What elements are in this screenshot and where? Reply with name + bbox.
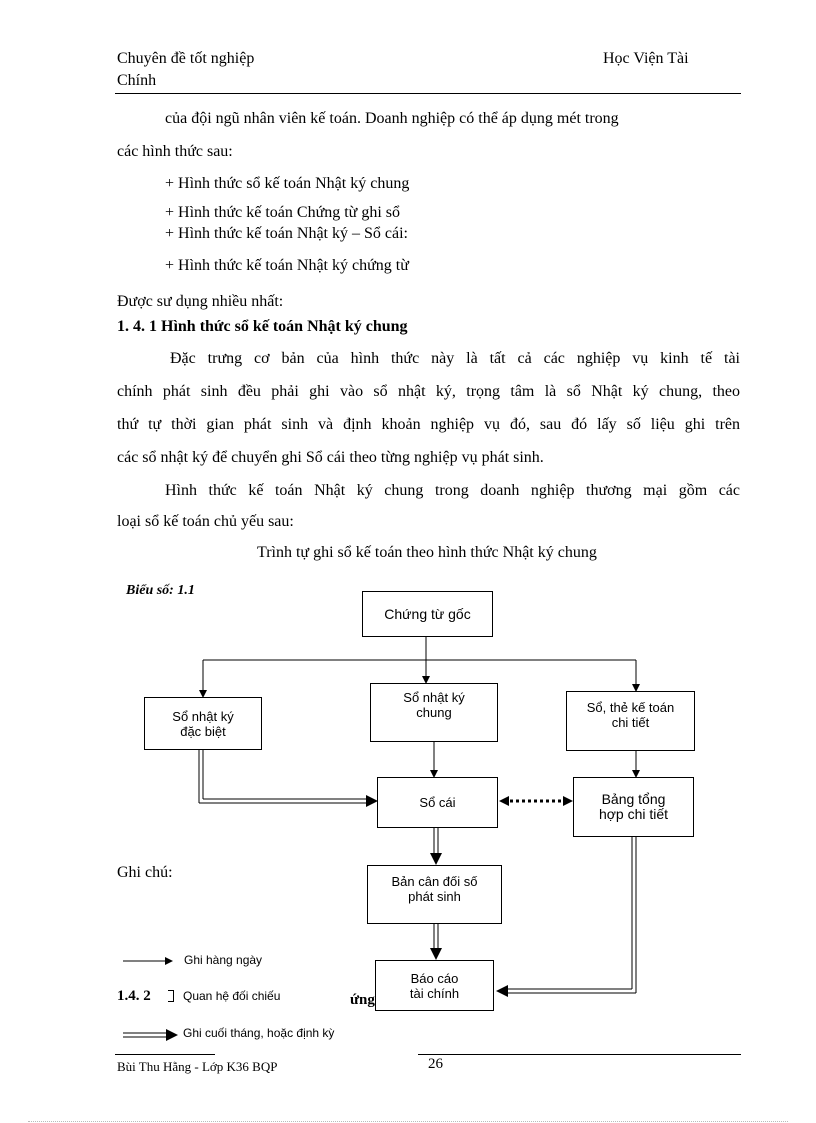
box-label: Sổ cái (419, 795, 456, 810)
box-so-cai: Sổ cái (377, 777, 498, 828)
overlap-section-number: 1.4. 2 (117, 988, 151, 1004)
double-arrow-head (366, 795, 378, 807)
footer-rule-left (115, 1054, 215, 1055)
box-label: Bảng tổng (601, 791, 666, 807)
compare-arrow-head (563, 796, 573, 806)
paragraph-1-line-2: các hình thức sau: (117, 143, 233, 160)
legend-compare-label: Quan hệ đối chiếu (183, 989, 281, 1003)
box-label: Sổ, thẻ kế toán (586, 700, 675, 715)
header-title: Chuyên đề tốt nghiệp (117, 50, 255, 67)
box-label: Báo cáo (410, 970, 459, 986)
box-label: Chứng từ gốc (384, 605, 471, 622)
paragraph-2-line: chính phát sinh đều phải ghi vào sổ nhật… (117, 383, 740, 400)
box-bang-can-doi-so-phat-sinh: Bản cân đối số phát sinh (367, 865, 502, 924)
legend-periodic-label: Ghi cuối tháng, hoặc định kỳ (183, 1026, 335, 1040)
box-label: Sổ nhật ký (172, 708, 234, 724)
legend-daily-label: Ghi hàng ngày (184, 953, 263, 967)
page-bottom-divider (28, 1121, 788, 1122)
paragraph-2-line: Đặc trưng cơ bản của hình thức này là tấ… (170, 350, 740, 367)
box-so-nhat-ky-dac-biet: Sổ nhật ký đặc biệt (144, 697, 262, 750)
header-institution: Học Viện Tài (603, 50, 689, 67)
paragraph-1-line-1: của đội ngũ nhân viên kế toán. Doanh ngh… (165, 110, 740, 128)
double-arrow-head (496, 985, 508, 997)
list-item: + Hình thức kế toán Nhật ký – Sổ cái: (165, 225, 408, 242)
paragraph-2-line: thứ tự thời gian phát sinh và định khoản… (117, 416, 740, 433)
list-item: + Hình thức sổ kế toán Nhật ký chung (165, 175, 410, 192)
footer-author: Bùi Thu Hằng - Lớp K36 BQP (117, 1059, 278, 1074)
paragraph-3-line: Hình thức kế toán Nhật ký chung trong do… (165, 482, 740, 499)
overlap-heading-fragment: ứng (350, 992, 375, 1008)
section-heading: 1. 4. 1 Hình thức sổ kế toán Nhật ký chu… (117, 318, 408, 335)
double-arrow-head (430, 948, 442, 960)
list-item: + Hình thức kế toán Chứng từ ghi sổ (165, 204, 401, 221)
list-item: + Hình thức kế toán Nhật ký chứng từ (165, 257, 409, 274)
paragraph-3-line: loại sổ kế toán chủ yếu sau: (117, 513, 294, 530)
footer-rule-right (418, 1054, 741, 1055)
box-label: hợp chi tiết (598, 806, 669, 822)
box-label: phát sinh (408, 889, 461, 904)
box-label: Bản cân đối số (391, 874, 478, 889)
diagram-title: Trình tự ghi sổ kế toán theo hình thức N… (257, 544, 597, 561)
box-label: chung (416, 705, 452, 720)
box-bang-tong-hop-chi-tiet: Bảng tổng hợp chi tiết (573, 777, 694, 837)
paragraph-2-line: các sổ nhật ký để chuyển ghi Sổ cái theo… (117, 449, 544, 466)
header-rule (115, 93, 741, 94)
double-arrow-head (430, 853, 442, 865)
box-label: tài chính (409, 985, 460, 1001)
box-so-the-ke-toan-chi-tiet: Sổ, thẻ kế toán chi tiết (566, 691, 695, 751)
used-most-line: Được sư dụng nhiều nhất: (117, 293, 284, 310)
notes-label: Ghi chú: (117, 864, 173, 881)
box-label: đặc biệt (180, 723, 226, 739)
box-so-nhat-ky-chung: Sổ nhật ký chung (370, 683, 498, 742)
legend-periodic-arrow-head (166, 1029, 178, 1041)
box-label: chi tiết (611, 715, 650, 730)
page-number: 26 (428, 1056, 443, 1072)
box-bao-cao-tai-chinh: Báo cáo tài chính (375, 960, 494, 1011)
box-label: Sổ nhật ký (403, 690, 465, 705)
paragraph-1-text: của đội ngũ nhân viên kế toán. Doanh ngh… (165, 110, 619, 127)
header-title-continuation: Chính (117, 72, 157, 89)
legend-compare-arrow-icon (168, 990, 174, 1002)
compare-arrow-head (499, 796, 509, 806)
box-chung-tu-goc: Chứng từ gốc (362, 591, 493, 637)
diagram-label: Biểu số: 1.1 (126, 583, 195, 598)
